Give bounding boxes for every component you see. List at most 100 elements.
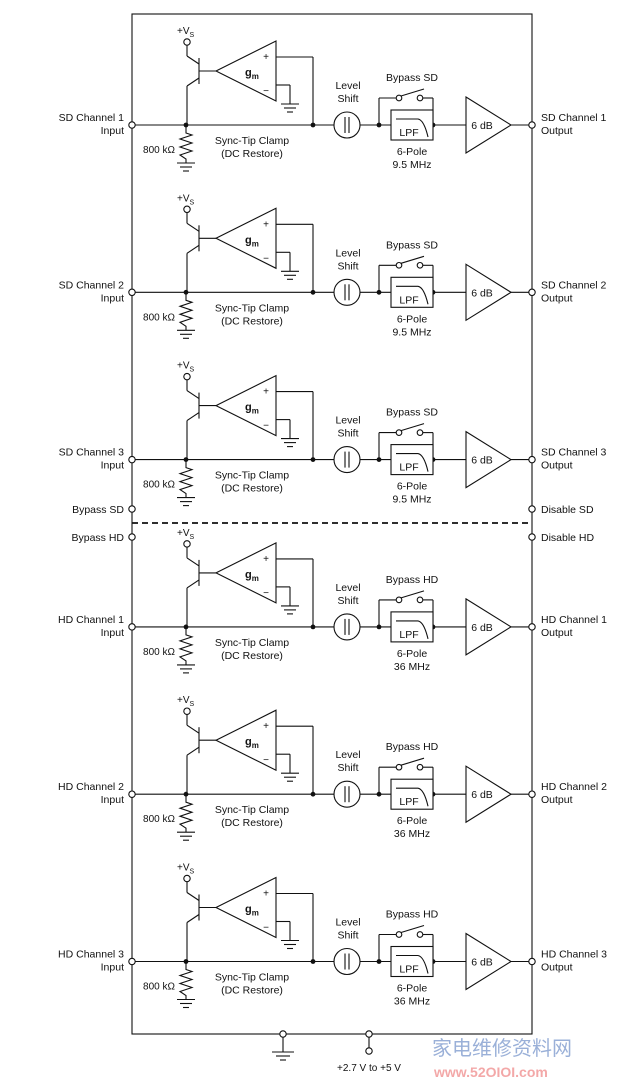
disable-hd-pin: Disable HD [528, 532, 595, 544]
output-pin [528, 288, 536, 297]
gain-buffer [465, 765, 513, 824]
supply-terminal [183, 540, 191, 548]
bypass-sd-label: Bypass SD [72, 504, 124, 516]
switch-contact [395, 261, 403, 269]
level-shift-symbol [333, 613, 361, 641]
output-pin [528, 790, 536, 798]
resistor-800k [177, 961, 195, 1009]
gain-buffer [465, 597, 513, 656]
output-label: SD Channel 1 [541, 112, 607, 124]
gm-amplifier [214, 709, 277, 772]
filter-freq: 36 MHz [394, 828, 430, 840]
output-label: HD Channel 3 [541, 949, 607, 961]
plus-sign: + [263, 219, 269, 230]
clamp-label-sub: (DC Restore) [221, 817, 283, 829]
bypass-hd-label: Bypass HD [71, 532, 124, 544]
minus-sign: − [263, 253, 269, 264]
disable-sd-label: Disable SD [541, 504, 594, 516]
input-label: HD Channel 1 [58, 614, 124, 626]
disable-hd-label: Disable HD [541, 532, 595, 544]
filter-poles: 6-Pole [397, 313, 428, 325]
clamp-label: Sync-Tip Clamp [215, 972, 289, 984]
filter-poles: 6-Pole [397, 146, 428, 158]
watermark-chinese: 家电维修资料网 [432, 1036, 572, 1060]
level-shift-symbol [333, 446, 361, 474]
gm-label: gm [245, 904, 259, 918]
gain-buffer [465, 263, 513, 322]
lpf-label: LPF [399, 796, 418, 808]
level-shift-label: Level [335, 80, 360, 92]
clamp-label-sub: (DC Restore) [221, 315, 283, 327]
input-label-sub: Input [101, 292, 124, 304]
level-shift-label-sub: Shift [337, 93, 358, 105]
switch-contact [395, 596, 403, 604]
gain-buffer [465, 430, 513, 489]
switch-contact [416, 261, 424, 269]
gain-label: 6 dB [471, 120, 493, 132]
bypass-label: Bypass SD [386, 407, 438, 419]
output-label: HD Channel 1 [541, 614, 607, 626]
resistor-label: 800 kΩ [143, 647, 175, 658]
gm-label: gm [245, 736, 259, 750]
resistor-800k [177, 292, 195, 339]
filter-freq: 9.5 MHz [392, 494, 431, 506]
output-label-sub: Output [541, 962, 573, 974]
plus-sign: + [263, 889, 269, 900]
switch-contact [395, 931, 403, 938]
clamp-label-sub: (DC Restore) [221, 148, 283, 160]
output-label-sub: Output [541, 794, 573, 806]
filter-freq: 36 MHz [394, 996, 430, 1008]
resistor-label: 800 kΩ [143, 814, 175, 825]
supply-label: +VS [177, 528, 195, 541]
chip-outline [131, 13, 533, 1035]
supply-label: +VS [177, 863, 195, 876]
plus-sign: + [263, 554, 269, 565]
bypass-label: Bypass HD [386, 741, 439, 753]
minus-sign: − [263, 755, 269, 766]
bypass-label: Bypass HD [386, 909, 439, 921]
resistor-800k [177, 794, 195, 841]
supply-label: +VS [177, 361, 195, 374]
power-label: +2.7 V to +5 V [337, 1063, 401, 1074]
supply-label: +VS [177, 26, 195, 39]
minus-sign: − [263, 86, 269, 97]
disable-sd-pin: Disable SD [528, 504, 594, 516]
supply-terminal [183, 874, 191, 883]
input-label-sub: Input [101, 627, 124, 639]
clamp-label: Sync-Tip Clamp [215, 804, 289, 816]
gain-buffer [465, 932, 513, 991]
minus-sign: − [263, 923, 269, 934]
filter-poles: 6-Pole [397, 983, 428, 995]
gain-label: 6 dB [471, 789, 493, 801]
lpf-block: LPF [390, 611, 434, 643]
input-pin [128, 623, 136, 631]
resistor-label: 800 kΩ [143, 312, 175, 323]
level-shift-symbol [333, 780, 361, 808]
power-pin: +2.7 V to +5 V [337, 1030, 401, 1074]
input-label: SD Channel 3 [59, 447, 125, 459]
input-label: HD Channel 2 [58, 781, 124, 793]
gain-label: 6 dB [471, 455, 493, 467]
plus-sign: + [263, 387, 269, 398]
output-label-sub: Output [541, 292, 573, 304]
supply-terminal [183, 707, 191, 715]
input-label-sub: Input [101, 962, 124, 974]
lpf-block: LPF [390, 276, 434, 308]
output-label: SD Channel 2 [541, 279, 607, 291]
gain-buffer [465, 96, 513, 154]
output-label-sub: Output [541, 460, 573, 472]
lpf-label: LPF [399, 462, 418, 474]
output-pin [528, 957, 536, 966]
output-label-sub: Output [541, 627, 573, 639]
watermark-url: www.52OIOI.com [433, 1064, 548, 1080]
switch-contact [416, 94, 424, 102]
gm-amplifier [214, 374, 277, 437]
resistor-800k [177, 626, 195, 674]
clamp-label: Sync-Tip Clamp [215, 637, 289, 649]
gm-amplifier [214, 40, 277, 102]
input-pin [128, 288, 136, 297]
minus-sign: − [263, 588, 269, 599]
